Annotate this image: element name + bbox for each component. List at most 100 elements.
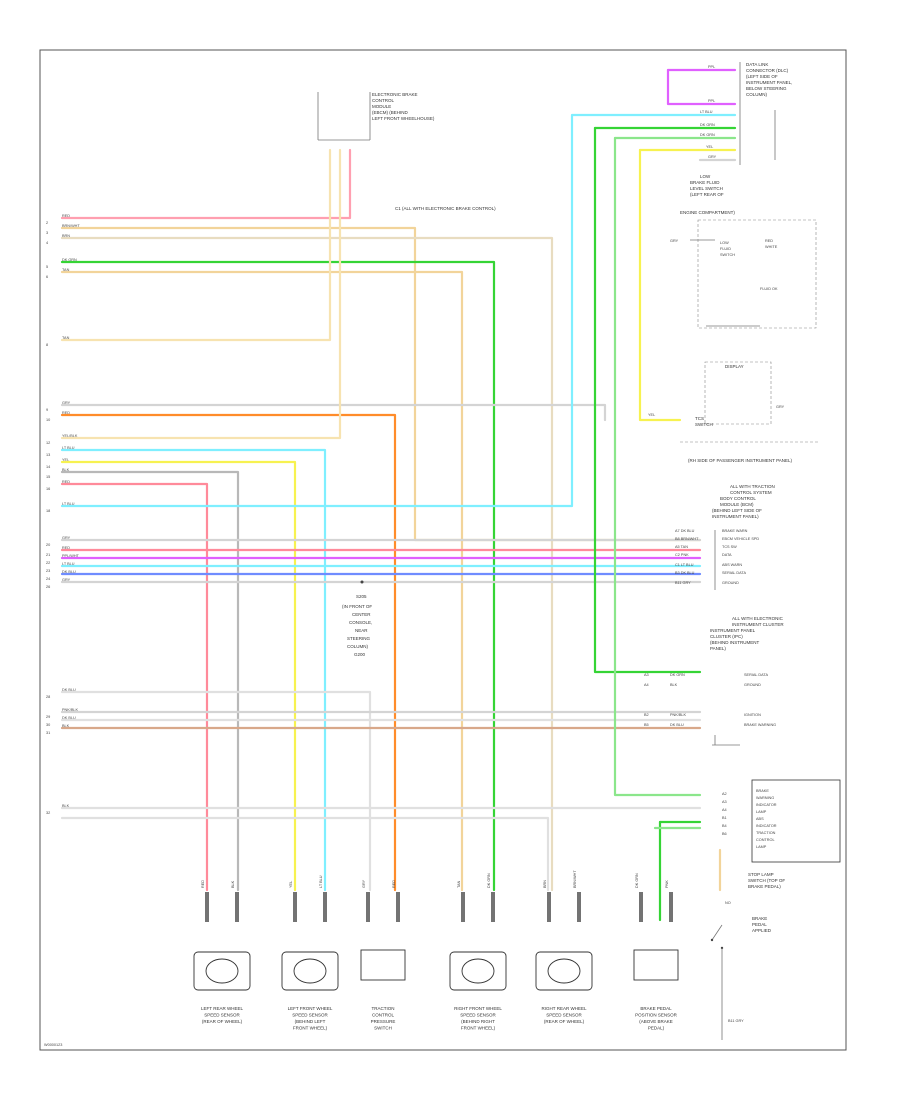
sensor-coil-3	[461, 958, 495, 984]
fluid-inner-5: WHITE	[765, 245, 778, 249]
tcs-label-1: TCS	[695, 416, 704, 421]
lamp-label-2: INDICATOR	[756, 803, 777, 807]
bcm-signal-5: SERIAL DATA	[722, 571, 746, 575]
sensor-wire-3-1: DK GRN	[487, 873, 491, 888]
ipc-color-B5: DK BLU	[670, 723, 684, 727]
wire-blk-32	[60, 816, 550, 892]
sensor-label-0-0: LEFT REAR WHEEL	[201, 1006, 243, 1011]
lamp-label-0: BRAKE	[756, 789, 769, 793]
stop-label-2: SWITCH (TOP OF	[748, 878, 785, 883]
ebcm-connector-note: C1 (ALL WITH ELECTRONIC BRAKE CONTROL)	[395, 206, 496, 211]
ipc-label-5: (BEHIND INSTRUMENT	[710, 640, 760, 645]
left-wire-color-3: BRN/WHT	[62, 224, 80, 228]
sensor-label-5-3: PEDAL)	[648, 1026, 665, 1031]
left-pin-28: 28	[46, 695, 50, 699]
ipc-pin-A3: A3	[644, 673, 649, 677]
wire-tan-ebcm	[60, 148, 332, 342]
tcs-box	[704, 361, 772, 425]
sensor-coil-1	[293, 958, 327, 984]
bcm-label-1: ALL WITH TRACTION	[730, 484, 775, 489]
lamp-pins: A2A3A4B1B4B6BRAKEWARNINGINDICATORLAMPABS…	[722, 789, 777, 849]
sensor-connector-5-1	[669, 892, 673, 922]
sensor-connector-5-0	[639, 892, 643, 922]
left-wire-color-30: DK BLU	[62, 716, 76, 720]
wire-yel	[60, 460, 297, 892]
bcm-signal-6: GROUND	[722, 581, 739, 585]
bcm-pin-1: B8 BRN/WHT	[675, 537, 699, 541]
left-pin-2: 2	[46, 221, 48, 225]
ebcm-label-5: LEFT FRONT WHEELHOUSE)	[372, 116, 435, 121]
fluid-inner-1: LOW	[720, 241, 729, 245]
sensor-label-5-2: (ABOVE BRAKE	[639, 1019, 673, 1024]
sensor-wire-5-1: PNK	[665, 880, 669, 888]
sensor-label-5-0: BRAKE PEDAL	[640, 1006, 672, 1011]
lamp-pin-B1: B1	[722, 816, 727, 820]
left-wire-color-8: TAN	[62, 336, 70, 340]
left-wire-color-16: RED	[62, 480, 70, 484]
left-wire-color-20: GRY	[62, 536, 71, 540]
sensor-label-3-3: FRONT WHEEL)	[461, 1026, 496, 1031]
lamp-box	[751, 779, 841, 863]
dlc-wire-4: DK GRN	[700, 123, 715, 127]
wire-ltgrn-down	[613, 136, 702, 797]
left-pin-20: 20	[46, 543, 50, 547]
sensor-connector-3-1	[491, 892, 495, 922]
sensor-label-4-0: RIGHT REAR WHEEL	[542, 1006, 587, 1011]
left-wire-color-28: DK BLU	[62, 688, 76, 692]
left-wire-color-14: YEL	[62, 458, 69, 462]
fluid-inner-3: SWITCH	[720, 253, 735, 257]
center-label-3: CENTER	[352, 612, 371, 617]
sensor-wire-1-1: LT BLU	[319, 875, 323, 888]
fluid-inner-4: RED	[765, 239, 773, 243]
ipc-pin-B5: B5	[644, 723, 649, 727]
tcs-wire-2: GRY	[776, 405, 785, 409]
ipc-pin-A4: A4	[644, 683, 649, 687]
bcm-pin-6: B11 GRY	[675, 581, 691, 585]
sensor-label-2-3: SWITCH	[374, 1026, 392, 1031]
ipc-pin-B2: B2	[644, 713, 649, 717]
stop-label-6: APPLIED	[752, 928, 772, 933]
bcm-pin-0: A7 DK BLU	[675, 529, 695, 533]
dlc-wire-3: LT BLU	[700, 110, 713, 114]
left-pin-13: 13	[46, 453, 50, 457]
sensor-connector-0-1	[235, 892, 239, 922]
sensor-connector-0-0	[205, 892, 209, 922]
wire-red-lr	[60, 482, 209, 892]
left-wire-color-26: GRY	[62, 578, 71, 582]
center-splice-block: S205 (IN FRONT OF CENTER CONSOLE, NEAR S…	[342, 580, 372, 657]
left-wire-color-10: RED	[62, 411, 70, 415]
left-wire-color-2: RED	[62, 214, 70, 218]
tcs-label-2: SWITCH	[695, 422, 713, 427]
left-pin-5: 5	[46, 265, 48, 269]
left-wire-color-13: LT BLU	[62, 446, 75, 450]
dlc-label-3: (LEFT SIDE OF	[746, 74, 778, 79]
left-pin-22: 22	[46, 561, 50, 565]
ipc-color-A4: BLK	[670, 683, 678, 687]
sensor-connector-1-1	[323, 892, 327, 922]
left-wire-color-5: DK GRN	[62, 258, 77, 262]
dlc-wire-2: PPL	[708, 99, 715, 103]
ipc-color-B2: PNK/BLK	[670, 713, 687, 717]
lamp-pin-B4: B4	[722, 824, 727, 828]
footer-code: W0000123	[44, 1043, 62, 1047]
sensor-wire-4-1: BRN/WHT	[573, 870, 577, 888]
left-pin-6: 6	[46, 275, 48, 279]
fluid-label-3: LEVEL SWITCH	[690, 186, 723, 191]
bcm-label-4: MODULE (BCM)	[720, 502, 754, 507]
left-pin-10: 10	[46, 418, 50, 422]
bcm-label-2: CONTROL SYSTEM	[730, 490, 772, 495]
center-label-4: CONSOLE,	[349, 620, 372, 625]
lamp-label-1: WARNING	[756, 796, 774, 800]
sensor-wire-0-0: RED	[201, 880, 205, 888]
ipc-signal-A4: GROUND	[744, 683, 761, 687]
left-pin-14: 14	[46, 465, 50, 469]
sensor-label-5-1: POSITION SENSOR	[635, 1013, 678, 1018]
ipc-label-2: INSTRUMENT CLUSTER	[732, 622, 784, 627]
sensor-label-3-1: SPEED SENSOR	[460, 1013, 496, 1018]
wire-orange	[60, 413, 397, 892]
sensor-label-2-2: PRESSURE	[371, 1019, 396, 1024]
ebcm-label-2: CONTROL	[372, 98, 394, 103]
